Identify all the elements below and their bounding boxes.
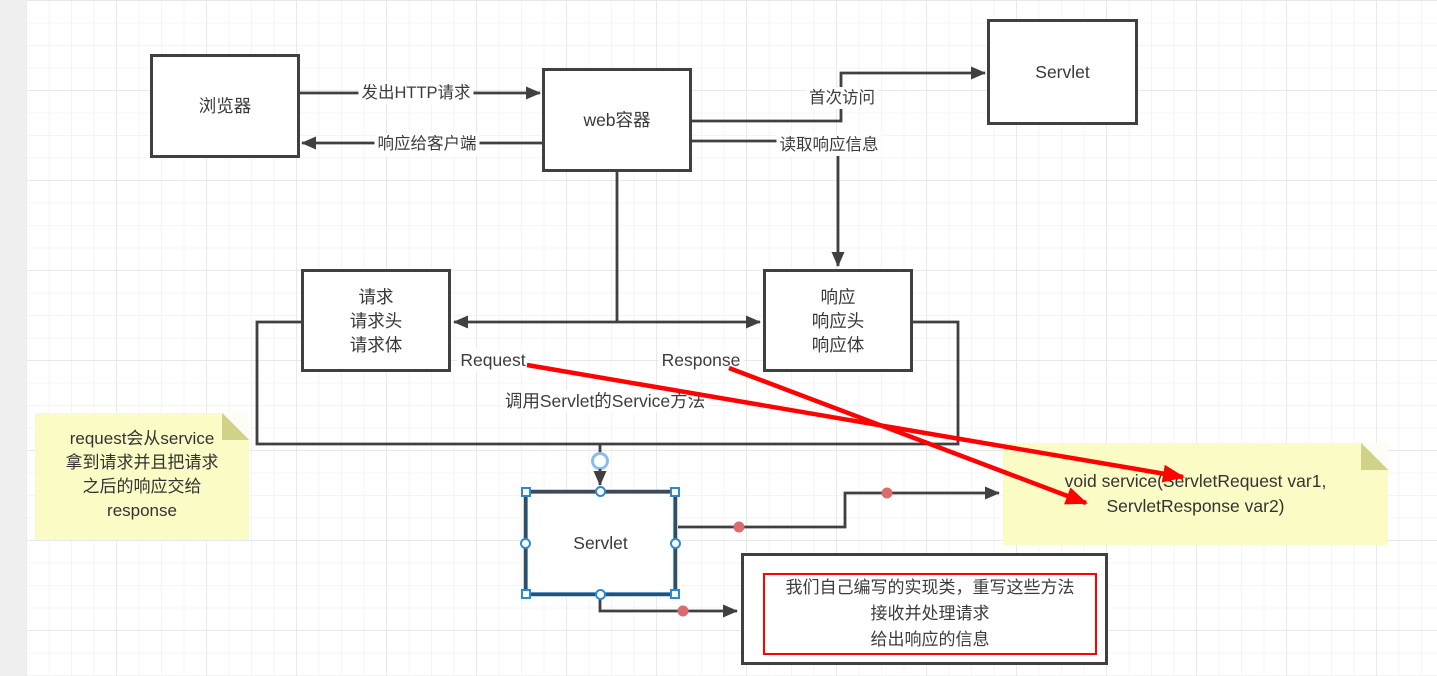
edge-label-response[interactable]: Response	[658, 349, 744, 371]
node-web-container-label: web容器	[583, 110, 651, 130]
connector-endpoint-circle[interactable]	[591, 452, 609, 470]
connector-servlet-to-implementation[interactable]	[598, 595, 738, 618]
note-right-line2: ServletResponse var2)	[1106, 496, 1285, 516]
node-response-line1: 响应	[820, 286, 856, 307]
implementation-highlight-rect: 我们自己编写的实现类，重写这些方法 接收并处理请求 给出响应的信息	[763, 573, 1097, 655]
node-request-line2: 请求头	[349, 310, 403, 331]
red-arrow-response-to-signature[interactable]	[728, 365, 1088, 506]
edge-label-call-service[interactable]: 调用Servlet的Service方法	[501, 390, 709, 412]
waypoint-dot[interactable]	[881, 487, 893, 499]
resize-handle-ne[interactable]	[670, 487, 680, 497]
implementation-line1: 我们自己编写的实现类，重写这些方法	[785, 578, 1075, 597]
canvas-margin	[0, 0, 26, 676]
node-response-line3: 响应体	[811, 334, 865, 355]
connection-point-top[interactable]	[595, 486, 606, 497]
edge-label-first-visit[interactable]: 首次访问	[806, 87, 878, 109]
implementation-line3: 给出响应的信息	[870, 630, 990, 649]
note-fold-corner	[1361, 443, 1388, 470]
connector-servlet-to-signature-note[interactable]	[677, 486, 1000, 529]
note-right-line1: void service(ServletRequest var1,	[1064, 471, 1327, 491]
node-servlet-selected-label: Servlet	[573, 533, 628, 553]
connector-service-loop[interactable]	[255, 320, 960, 446]
edge-label-send-http[interactable]: 发出HTTP请求	[358, 82, 474, 104]
node-web-container[interactable]: web容器	[542, 68, 692, 172]
connection-point-right[interactable]	[670, 537, 681, 549]
node-request-line1: 请求	[358, 286, 394, 307]
node-implementation[interactable]: 我们自己编写的实现类，重写这些方法 接收并处理请求 给出响应的信息	[741, 553, 1108, 665]
resize-handle-sw[interactable]	[521, 589, 531, 599]
node-response[interactable]: 响应 响应头 响应体	[763, 269, 913, 372]
node-browser[interactable]: 浏览器	[150, 54, 300, 158]
note-left-line1: request会从service	[69, 429, 215, 448]
node-servlet-top[interactable]: Servlet	[987, 19, 1138, 125]
note-left-line3: 之后的响应交给	[82, 477, 202, 496]
connection-point-left[interactable]	[520, 537, 531, 549]
connection-point-bottom[interactable]	[595, 589, 606, 600]
node-request[interactable]: 请求 请求头 请求体	[301, 269, 451, 372]
edge-label-respond-client[interactable]: 响应给客户端	[374, 133, 480, 155]
resize-handle-nw[interactable]	[521, 487, 531, 497]
note-fold-corner	[222, 413, 249, 440]
edge-label-request[interactable]: Request	[457, 349, 529, 371]
node-browser-label: 浏览器	[198, 96, 252, 116]
note-service-signature[interactable]: void service(ServletRequest var1, Servle…	[1003, 443, 1388, 545]
node-request-line3: 请求体	[349, 334, 403, 355]
resize-handle-se[interactable]	[670, 589, 680, 599]
note-left-line2: 拿到请求并且把请求	[65, 453, 219, 472]
note-left-line4: response	[107, 501, 177, 520]
edge-label-read-response[interactable]: 读取响应信息	[776, 134, 882, 156]
node-servlet-top-label: Servlet	[1035, 62, 1090, 82]
node-response-line2: 响应头	[811, 310, 865, 331]
waypoint-dot[interactable]	[733, 521, 745, 533]
waypoint-dot[interactable]	[677, 605, 689, 617]
note-request-service[interactable]: request会从service 拿到请求并且把请求 之后的响应交给 respo…	[35, 413, 249, 540]
red-arrow-request-to-signature[interactable]	[526, 362, 1185, 483]
implementation-line2: 接收并处理请求	[870, 604, 990, 623]
node-servlet-selected[interactable]: Servlet	[520, 486, 681, 600]
